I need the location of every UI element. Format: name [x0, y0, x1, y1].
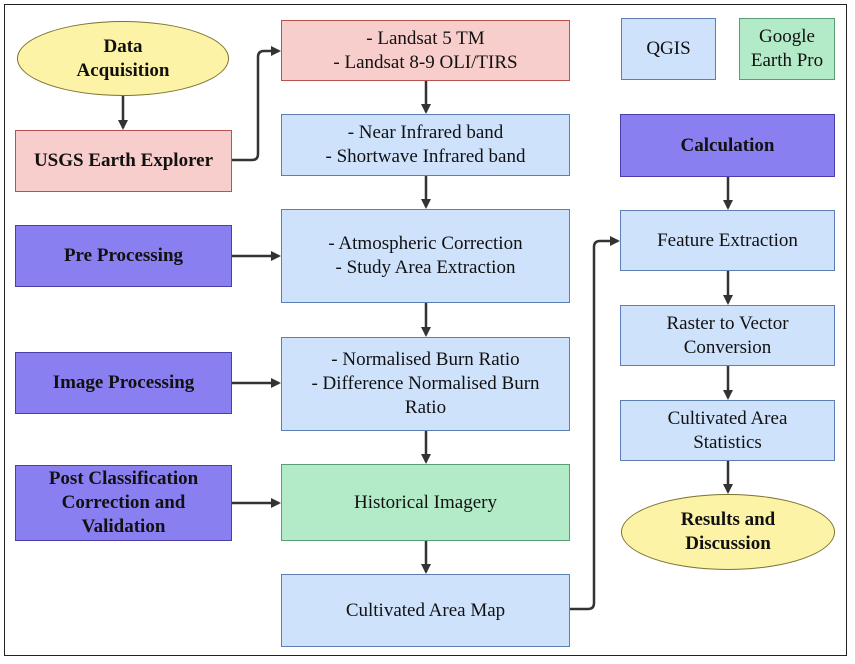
node-label-line: Historical Imagery: [354, 491, 497, 513]
qgis-legend-node: QGIS: [621, 18, 716, 80]
calculation-node: Calculation: [620, 114, 835, 177]
node-label-line: - Normalised Burn Ratio: [331, 349, 520, 370]
google-earth-pro-legend-node: Google Earth Pro: [739, 18, 835, 80]
cultivated-area-statistics-node: Cultivated Area Statistics: [620, 400, 835, 461]
node-label-line: Earth Pro: [750, 50, 824, 71]
node-label-line: - Landsat 5 TM: [366, 27, 485, 49]
node-label-line: Acquisition: [76, 59, 170, 81]
results-discussion-node: Results and Discussion: [621, 494, 835, 570]
node-label-line: - Landsat 8-9 OLI/TIRS: [333, 51, 518, 73]
node-label-line: - Near Infrared band: [347, 122, 504, 143]
burn-ratio-node: - Normalised Burn Ratio - Difference Nor…: [281, 337, 570, 431]
node-label-line: - Study Area Extraction: [335, 257, 516, 278]
arrow-usgs-to-landsat: [231, 46, 281, 162]
pre-processing-node: Pre Processing: [15, 225, 232, 287]
node-label-line: Correction and: [61, 492, 186, 513]
node-label-line: Image Processing: [52, 372, 195, 393]
feature-extraction-node: Feature Extraction: [620, 210, 835, 271]
diagram-border: [4, 4, 847, 656]
spectral-bands-node: - Near Infrared band - Shortwave Infrare…: [281, 114, 570, 176]
node-label-line: Pre Processing: [63, 245, 184, 266]
cultivated-area-map-node: Cultivated Area Map: [281, 574, 570, 647]
arrow-cultivated-map-to-feature-extraction: [570, 236, 620, 611]
node-label-line: Calculation: [680, 134, 775, 156]
node-label-line: Conversion: [683, 336, 772, 358]
node-label-line: Post Classification: [48, 468, 199, 489]
node-label-line: Data: [103, 35, 143, 57]
node-label-line: Raster to Vector: [666, 312, 789, 334]
node-label-line: QGIS: [646, 38, 691, 59]
landsat-sensors-node: - Landsat 5 TM - Landsat 8-9 OLI/TIRS: [281, 20, 570, 81]
node-label-line: USGS Earth Explorer: [33, 150, 214, 171]
usgs-earth-explorer-node: USGS Earth Explorer: [15, 130, 232, 192]
atmospheric-correction-node: - Atmospheric Correction - Study Area Ex…: [281, 209, 570, 303]
node-label-line: - Shortwave Infrared band: [325, 146, 526, 167]
node-label-line: Cultivated Area: [667, 407, 788, 429]
node-label-line: - Atmospheric Correction: [328, 233, 523, 254]
node-label-line: Feature Extraction: [657, 229, 798, 251]
node-label-line: - Difference Normalised Burn: [311, 373, 540, 394]
post-classification-node: Post Classification Correction and Valid…: [15, 465, 232, 541]
raster-to-vector-node: Raster to Vector Conversion: [620, 305, 835, 366]
node-label-line: Cultivated Area Map: [345, 599, 506, 621]
historical-imagery-node: Historical Imagery: [281, 464, 570, 541]
node-label-line: Validation: [81, 516, 166, 537]
node-label-line: Results and: [680, 509, 776, 530]
node-label-line: Ratio: [404, 397, 447, 418]
node-label-line: Statistics: [693, 431, 762, 453]
image-processing-node: Image Processing: [15, 352, 232, 414]
node-label-line: Google: [759, 26, 815, 47]
data-acquisition-node: Data Acquisition: [17, 21, 229, 96]
node-label-line: Discussion: [685, 533, 771, 554]
